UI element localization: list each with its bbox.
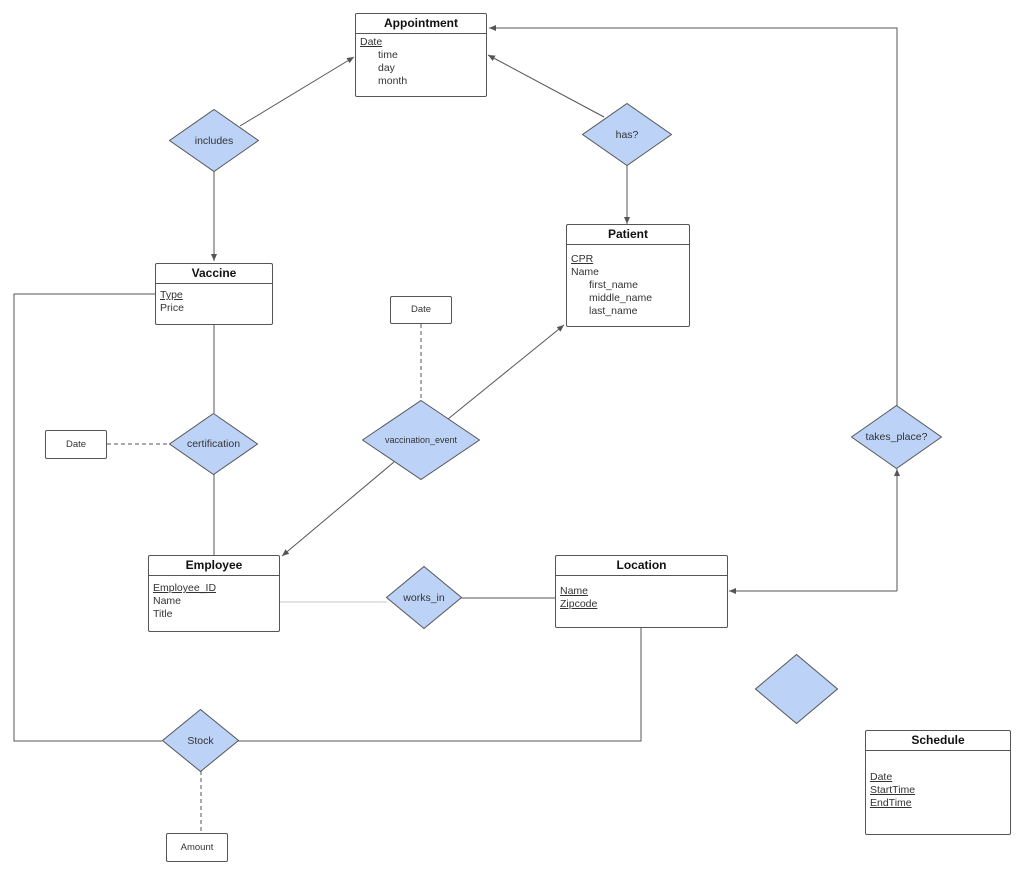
- diamond-shape: [169, 413, 258, 475]
- relationship-certification[interactable]: certification: [169, 413, 258, 475]
- relationship-label: Stock: [187, 734, 214, 747]
- line-stock-location: [238, 628, 642, 742]
- entity-location[interactable]: Location Name Zipcode: [555, 555, 728, 628]
- relationship-unnamed[interactable]: [755, 654, 838, 724]
- diamond-shape: [162, 709, 239, 772]
- diamond-shape: [386, 566, 462, 629]
- attr-name: Name: [560, 585, 589, 597]
- diamond-shape: [362, 400, 480, 480]
- attribute-certification-date[interactable]: Date: [45, 430, 107, 459]
- entity-title: Schedule: [866, 731, 1010, 751]
- line-vaccination-employee: [281, 461, 395, 557]
- entity-appointment[interactable]: Appointment Date time day month: [355, 13, 487, 97]
- relationship-works-in[interactable]: works_in: [386, 566, 462, 629]
- attr-start-time: StartTime: [870, 784, 916, 796]
- diamond-shape: [169, 109, 259, 172]
- attr-name: Name: [153, 595, 182, 607]
- entity-title: Employee: [149, 556, 279, 576]
- line-has-appointment: [487, 54, 605, 118]
- entity-title: Patient: [567, 225, 689, 245]
- attr-employee-id: Employee_ID: [153, 582, 217, 594]
- attr-first-name: first_name: [589, 279, 639, 291]
- attr-time: time: [378, 49, 398, 61]
- attr-date: Date: [360, 36, 383, 48]
- diamond-shape: [755, 654, 838, 724]
- attr-month: month: [378, 75, 408, 87]
- relationship-includes[interactable]: includes: [169, 109, 259, 172]
- entity-schedule[interactable]: Schedule Date StartTime EndTime: [865, 730, 1011, 835]
- entity-employee[interactable]: Employee Employee_ID Name Title: [148, 555, 280, 632]
- entity-vaccine[interactable]: Vaccine Type Price: [155, 263, 273, 325]
- attr-zipcode: Zipcode: [560, 598, 598, 610]
- attr-price: Price: [160, 302, 184, 314]
- relationship-label: vaccination_event: [384, 435, 458, 445]
- diamond-shape: [582, 103, 672, 166]
- attr-date: Date: [870, 771, 893, 783]
- attr-last-name: last_name: [589, 305, 638, 317]
- attribute-vaccination-date[interactable]: Date: [390, 296, 452, 324]
- attr-title: Title: [153, 608, 173, 620]
- attr-end-time: EndTime: [870, 797, 912, 809]
- entity-title: Appointment: [356, 14, 486, 34]
- entity-patient[interactable]: Patient CPR Name first_name middle_name …: [566, 224, 690, 327]
- attr-cpr: CPR: [571, 253, 594, 265]
- line-stock-vaccine: [13, 293, 162, 742]
- relationship-vaccination-event[interactable]: vaccination_event: [362, 400, 480, 480]
- entity-title: Location: [556, 556, 727, 576]
- diamond-shape: [851, 405, 942, 469]
- attribute-stock-amount[interactable]: Amount: [166, 833, 228, 862]
- attr-type: Type: [160, 289, 183, 301]
- relationship-label: takes_place?: [865, 431, 928, 443]
- line-takesplace-appointment: [489, 25, 898, 406]
- entity-title: Vaccine: [156, 264, 272, 284]
- relationship-has[interactable]: has?: [582, 103, 672, 166]
- relationship-label: has?: [615, 128, 639, 141]
- relationship-takes-place[interactable]: takes_place?: [851, 405, 942, 469]
- attr-day: day: [378, 62, 395, 74]
- line-includes-appointment: [239, 56, 355, 127]
- attr-name: Name: [571, 266, 600, 278]
- relationship-label: includes: [194, 134, 234, 147]
- relationship-label: certification: [186, 438, 241, 450]
- relationship-label: works_in: [403, 591, 445, 604]
- attr-middle-name: middle_name: [589, 292, 653, 304]
- line-vaccination-patient: [447, 324, 565, 420]
- relationship-stock[interactable]: Stock: [162, 709, 239, 772]
